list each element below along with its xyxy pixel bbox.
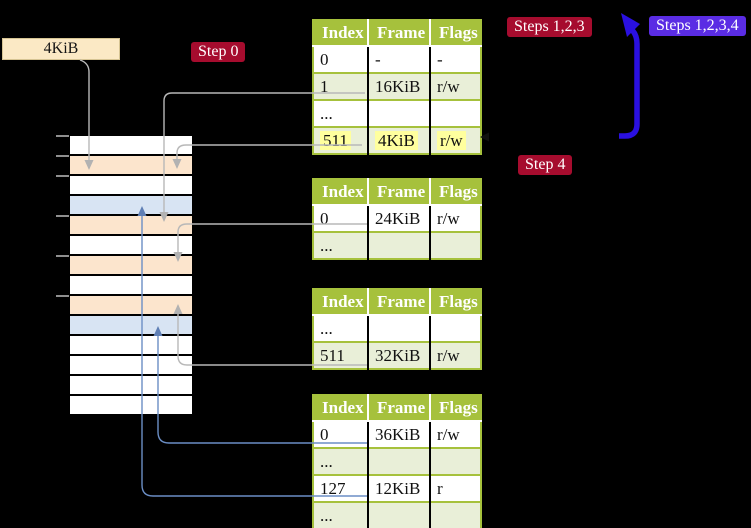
page-size-label: 4KiB: [2, 38, 120, 60]
table-row: ...: [313, 231, 481, 259]
col-header-flags: Flags: [429, 289, 481, 316]
col-header-index: Index: [313, 179, 368, 206]
memory-frame-row: [70, 136, 192, 156]
memory-frame-row: [70, 216, 192, 236]
cell-index: 0: [320, 424, 329, 444]
steps1234-badge: Steps 1,2,3,4: [649, 16, 746, 36]
cell-index: 511: [320, 130, 351, 150]
page-table-1: Index Frame Flags 0 - - 1 16KiB r/w ...: [312, 19, 482, 155]
memory-frame-row: [70, 276, 192, 296]
address-tick: [56, 135, 69, 137]
cell-index: 511: [320, 345, 345, 365]
memory-frame-row: [70, 356, 192, 376]
address-tick: [56, 255, 69, 257]
cell-flags: -: [437, 49, 443, 69]
col-header-frame: Frame: [367, 179, 430, 206]
cell-frame: 12KiB: [375, 478, 421, 498]
col-header-flags: Flags: [429, 395, 481, 422]
step4-badge: Step 4: [518, 155, 573, 175]
col-header-frame: Frame: [367, 395, 430, 422]
cell-frame: 32KiB: [375, 345, 421, 365]
cell-index: 0: [320, 49, 329, 69]
physical-memory-column: [68, 134, 194, 416]
table-row: 511 32KiB r/w: [313, 341, 481, 369]
cell-flags: r/w: [437, 424, 460, 444]
page-table-2: Index Frame Flags 0 24KiB r/w ...: [312, 178, 482, 260]
memory-frame-row: [70, 196, 192, 216]
table-row: ...: [313, 501, 481, 528]
cell-index: 127: [320, 478, 346, 498]
cell-frame: -: [375, 49, 381, 69]
col-header-flags: Flags: [429, 179, 481, 206]
table-row: 0 - -: [313, 46, 481, 73]
table-row: 0 36KiB r/w: [313, 421, 481, 448]
memory-frame-row: [70, 176, 192, 196]
cell-frame: 4KiB: [375, 130, 418, 150]
cell-flags: r/w: [437, 76, 460, 96]
address-tick: [56, 155, 69, 157]
table-row-highlighted: 511 4KiB r/w: [313, 126, 481, 154]
address-tick: [56, 215, 69, 217]
table-header-row: Index Frame Flags: [313, 20, 481, 47]
table-header-row: Index Frame Flags: [313, 179, 481, 206]
cell-index: ...: [320, 103, 333, 123]
col-header-frame: Frame: [367, 289, 430, 316]
page-table-3: Index Frame Flags ... 511 32KiB r/w: [312, 288, 482, 370]
cell-flags: r/w: [437, 345, 460, 365]
table-header-row: Index Frame Flags: [313, 395, 481, 422]
memory-frame-row: [70, 336, 192, 356]
memory-frame-row: [70, 156, 192, 176]
address-tick: [56, 175, 69, 177]
cell-index: ...: [320, 235, 333, 255]
memory-frame-row: [70, 236, 192, 256]
cell-frame: 36KiB: [375, 424, 421, 444]
steps123-badge: Steps 1,2,3: [507, 17, 592, 37]
table-row: ...: [313, 315, 481, 342]
cell-index: ...: [320, 318, 333, 338]
memory-frame-row: [70, 296, 192, 316]
memory-frame-row: [70, 256, 192, 276]
cell-flags: r: [437, 478, 443, 498]
table-row: ...: [313, 99, 481, 127]
col-header-frame: Frame: [367, 20, 430, 47]
steps-loop-arrow-icon: [619, 13, 640, 139]
table-row: ...: [313, 447, 481, 475]
pointer-to-511-row: [480, 132, 619, 142]
address-tick: [56, 295, 69, 297]
step0-badge: Step 0: [191, 42, 246, 62]
col-header-index: Index: [313, 289, 368, 316]
col-header-index: Index: [313, 20, 368, 47]
memory-frame-row: [70, 376, 192, 396]
cell-frame: 24KiB: [375, 208, 421, 228]
cell-flags: r/w: [437, 130, 466, 150]
table-row: 1 16KiB r/w: [313, 72, 481, 100]
cell-index: 0: [320, 208, 329, 228]
table-row: 0 24KiB r/w: [313, 205, 481, 232]
cell-flags: r/w: [437, 208, 460, 228]
cell-frame: 16KiB: [375, 76, 421, 96]
cell-index: ...: [320, 505, 333, 525]
cell-index: 1: [320, 76, 329, 96]
col-header-flags: Flags: [429, 20, 481, 47]
memory-frame-row: [70, 316, 192, 336]
col-header-index: Index: [313, 395, 368, 422]
page-table-4: Index Frame Flags 0 36KiB r/w ... 127 12…: [312, 394, 482, 528]
memory-frame-row: [70, 396, 192, 414]
table-header-row: Index Frame Flags: [313, 289, 481, 316]
cell-index: ...: [320, 451, 333, 471]
table-row: 127 12KiB r: [313, 474, 481, 502]
